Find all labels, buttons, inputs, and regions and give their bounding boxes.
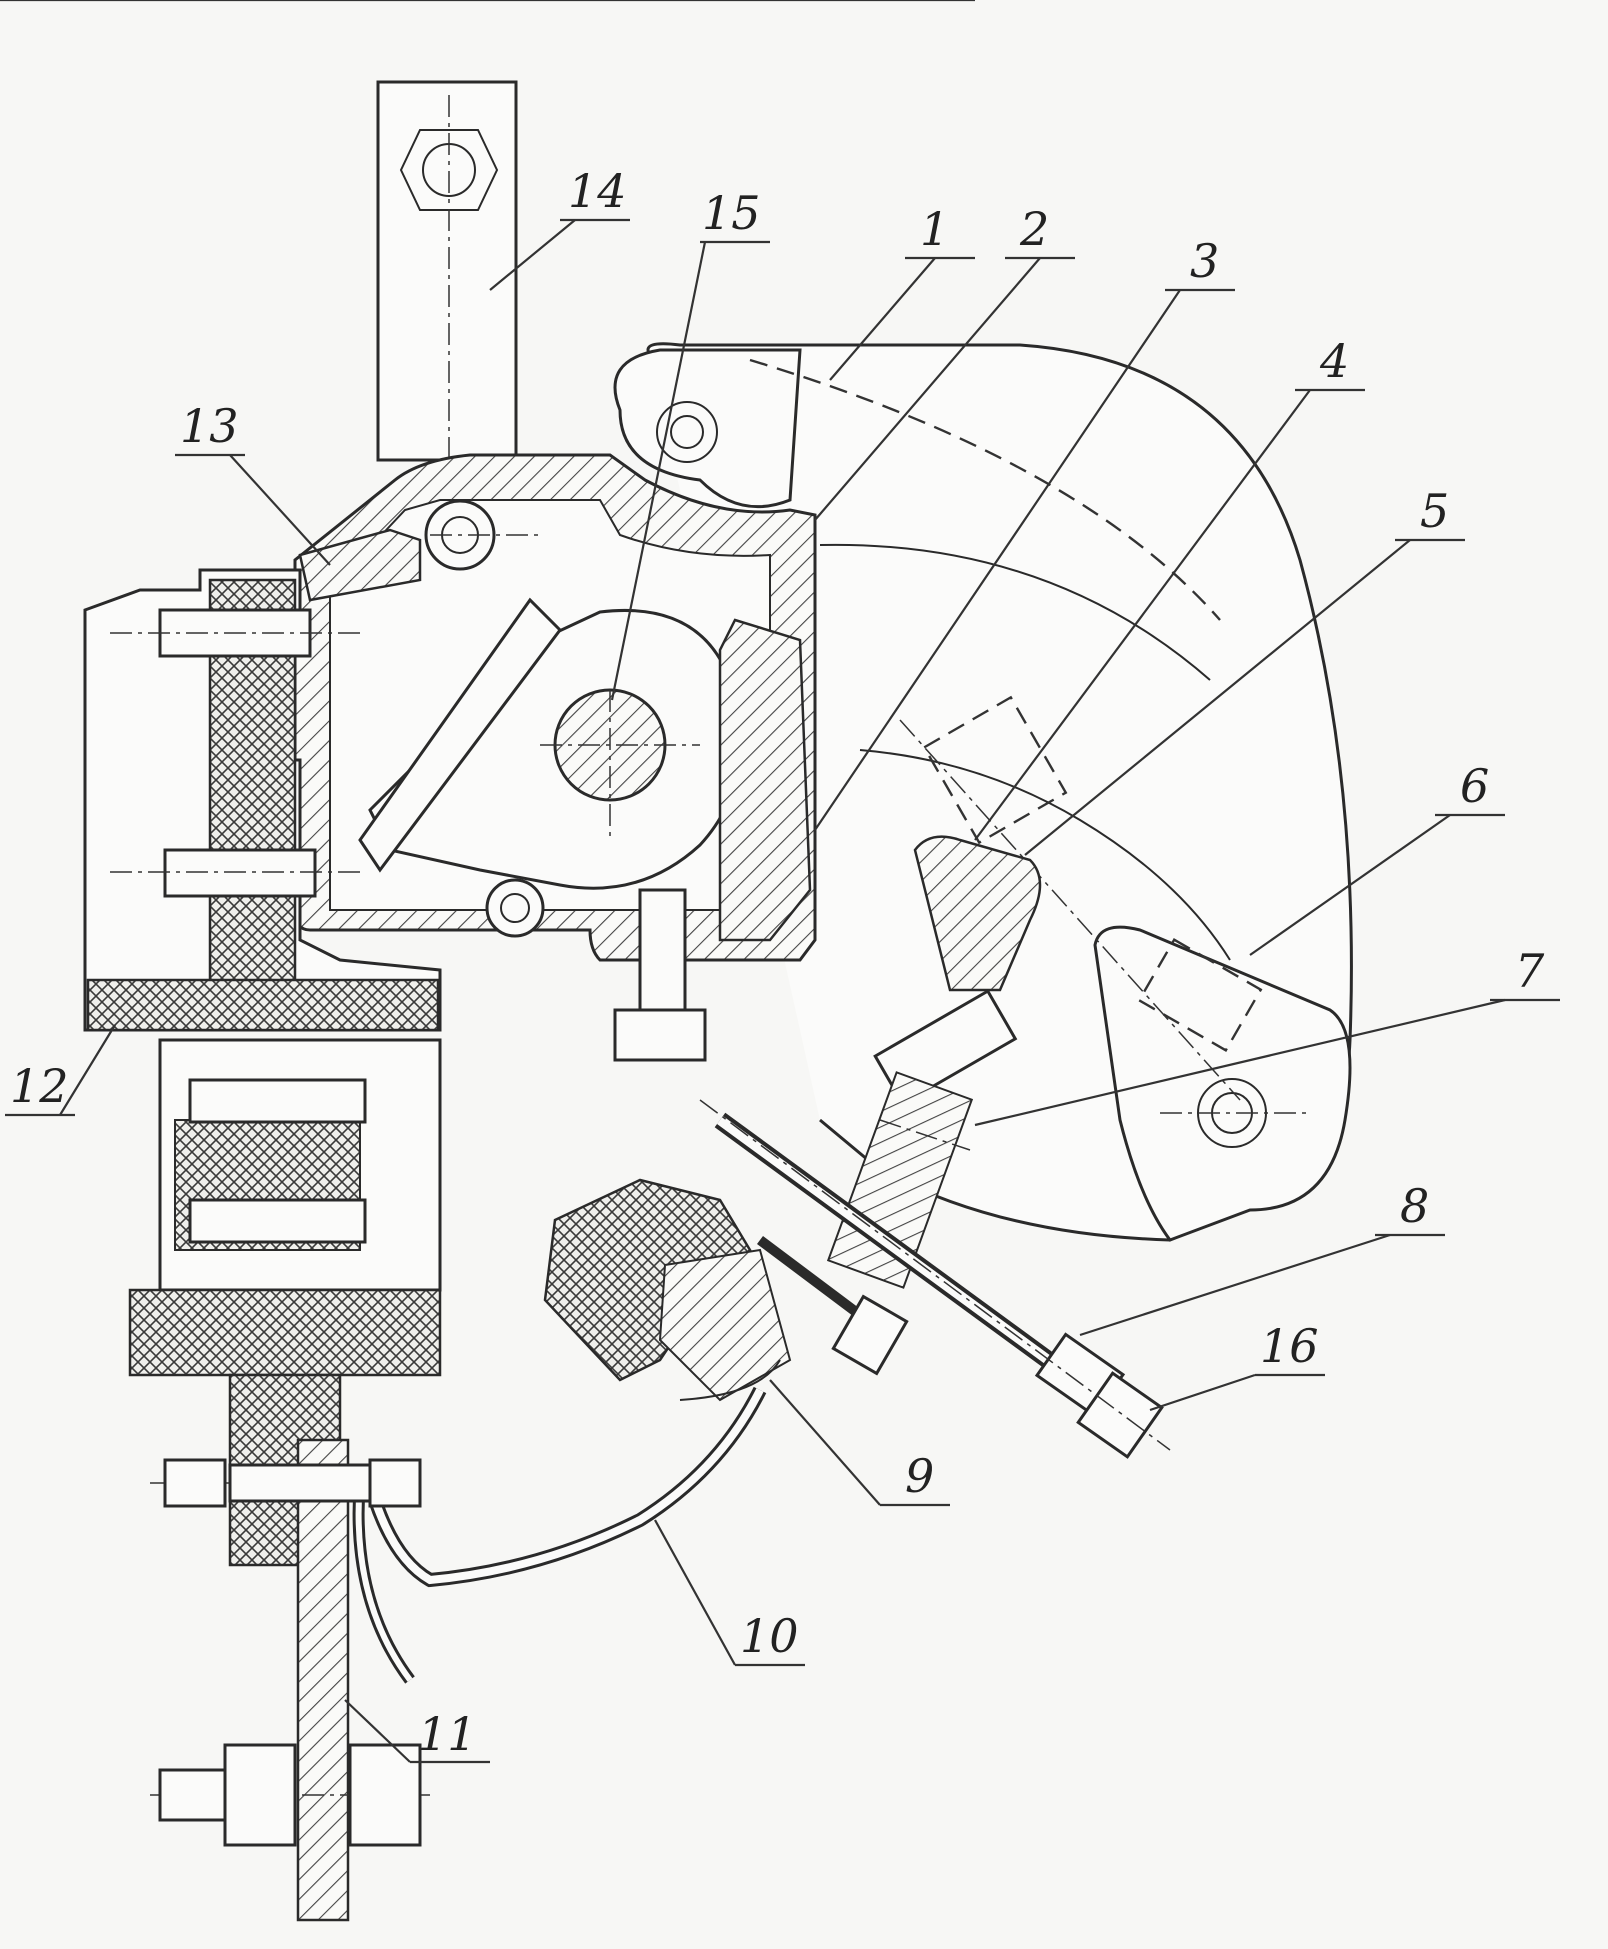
callout-label-15: 15 bbox=[702, 186, 761, 240]
callout-label-3: 3 bbox=[1190, 234, 1219, 288]
callout-label-11: 11 bbox=[418, 1707, 477, 1761]
callout-label-13: 13 bbox=[180, 399, 239, 453]
link-13 bbox=[298, 528, 422, 602]
callout-label-9: 9 bbox=[905, 1449, 934, 1503]
nut-16 bbox=[613, 888, 707, 1062]
shaft-cam-15 bbox=[358, 597, 812, 942]
insulating-block-9 bbox=[543, 1178, 909, 1402]
insulator-12 bbox=[83, 568, 442, 1567]
callout-label-1: 1 bbox=[920, 202, 949, 256]
flexible-conductor-10 bbox=[352, 1386, 767, 1684]
callouts: 1 2 3 4 5 6 7 8 9 10 bbox=[0, 0, 1560, 1764]
callout-label-6: 6 bbox=[1460, 759, 1489, 813]
spring-rod-8-16 bbox=[699, 1099, 1171, 1459]
callout-label-5: 5 bbox=[1420, 484, 1449, 538]
callout-label-12: 12 bbox=[10, 1059, 69, 1113]
callout-label-10: 10 bbox=[740, 1609, 799, 1663]
callout-label-4: 4 bbox=[1319, 334, 1349, 388]
lever-6 bbox=[899, 695, 1352, 1242]
callout-label-14: 14 bbox=[568, 164, 627, 218]
callout-label-2: 2 bbox=[1019, 202, 1049, 256]
terminal-bar-11 bbox=[150, 1438, 430, 1922]
callout-label-7: 7 bbox=[1515, 944, 1545, 998]
callout-label-8: 8 bbox=[1400, 1179, 1429, 1233]
bracket-14 bbox=[376, 80, 518, 560]
callout-label-16: 16 bbox=[1260, 1319, 1319, 1373]
